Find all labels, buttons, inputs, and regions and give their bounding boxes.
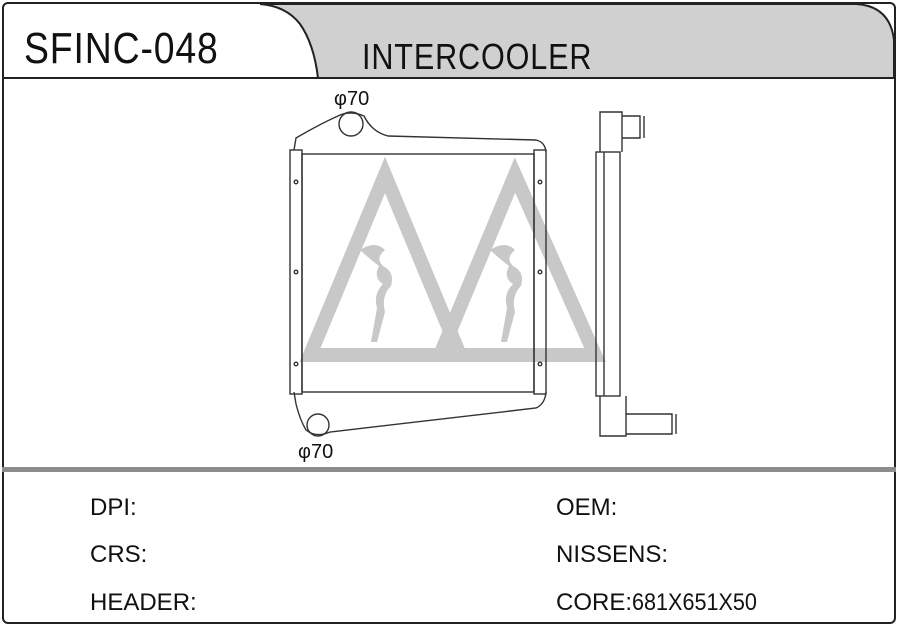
front-view [289,111,547,437]
side-view [595,111,677,437]
core-label: CORE: [556,589,633,616]
intercooler-drawing [289,111,677,437]
core-value: 681X651X50 [632,589,757,616]
top-port-diameter: φ70 [334,88,370,110]
oem-label: OEM: [556,494,618,521]
nissens-field: NISSENS: [556,541,668,569]
part-number: SFINC-048 [24,24,219,73]
section-divider [2,467,896,472]
header-label: HEADER: [90,589,197,616]
header-field: HEADER: [90,589,197,617]
header-tab-shape [4,3,895,79]
watermark-figures [360,245,522,342]
dpi-field: DPI: [90,494,137,522]
watermark-logo [299,156,606,362]
nissens-label: NISSENS: [556,541,669,568]
bottom-port-diameter: φ70 [298,441,334,463]
product-type-title: INTERCOOLER [362,36,593,77]
crs-field: CRS: [90,541,147,569]
dpi-label: DPI: [90,494,137,521]
oem-field: OEM: [556,494,617,522]
core-field: CORE:681X651X50 [556,589,771,617]
crs-label: CRS: [90,541,148,568]
